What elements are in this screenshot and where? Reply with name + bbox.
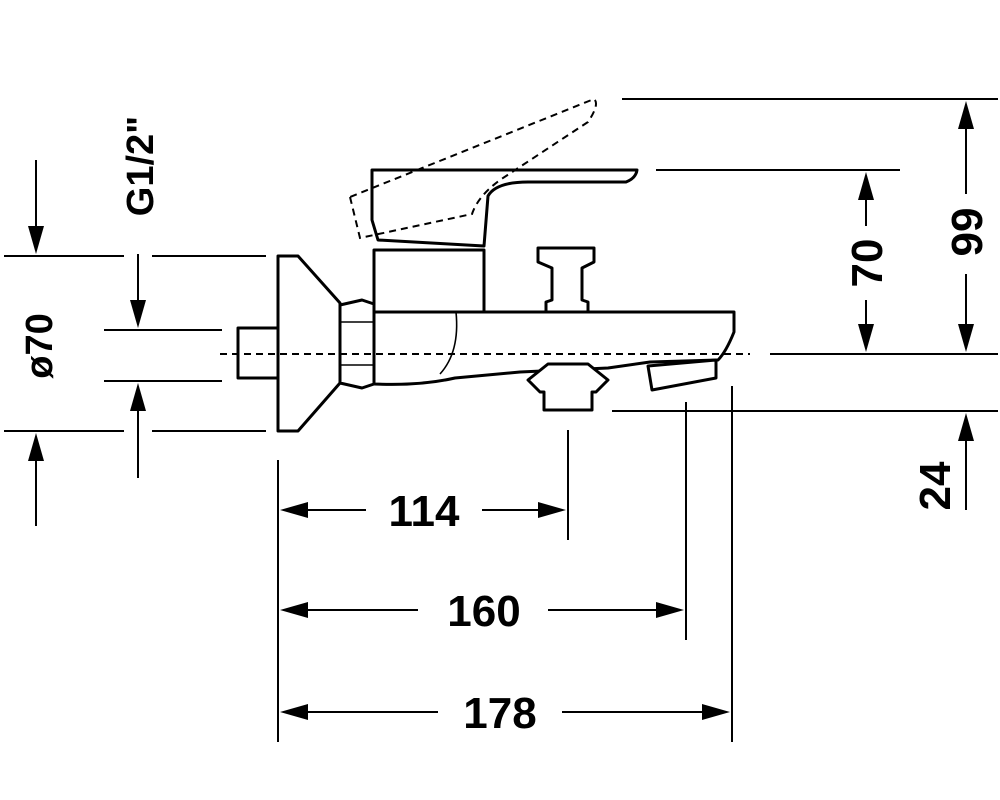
extension-lines bbox=[4, 98, 998, 742]
bath-outlet bbox=[526, 362, 610, 412]
aerator bbox=[646, 358, 718, 392]
dim-160-label: 160 bbox=[447, 587, 520, 636]
dim-70-label: 70 bbox=[843, 239, 892, 288]
lever-handle bbox=[370, 168, 639, 248]
diameter-label: ø70 bbox=[19, 313, 61, 378]
mixer-body bbox=[372, 248, 486, 314]
wall-flange bbox=[276, 254, 342, 433]
dim-114-label: 114 bbox=[389, 487, 461, 536]
dim-99-label: 99 bbox=[943, 208, 992, 257]
faucet-outline bbox=[236, 97, 736, 433]
diverter-knob bbox=[536, 246, 596, 314]
dim-178-label: 178 bbox=[463, 689, 536, 738]
lever-handle-open-position bbox=[348, 97, 597, 240]
thread-label: G1/2" bbox=[120, 116, 162, 216]
dimension-labels: G1/2" ø70 114 160 178 70 99 24 bbox=[19, 116, 992, 738]
dimension-lines bbox=[28, 101, 974, 720]
hex-nut bbox=[338, 298, 376, 390]
dim-24-label: 24 bbox=[911, 461, 960, 510]
